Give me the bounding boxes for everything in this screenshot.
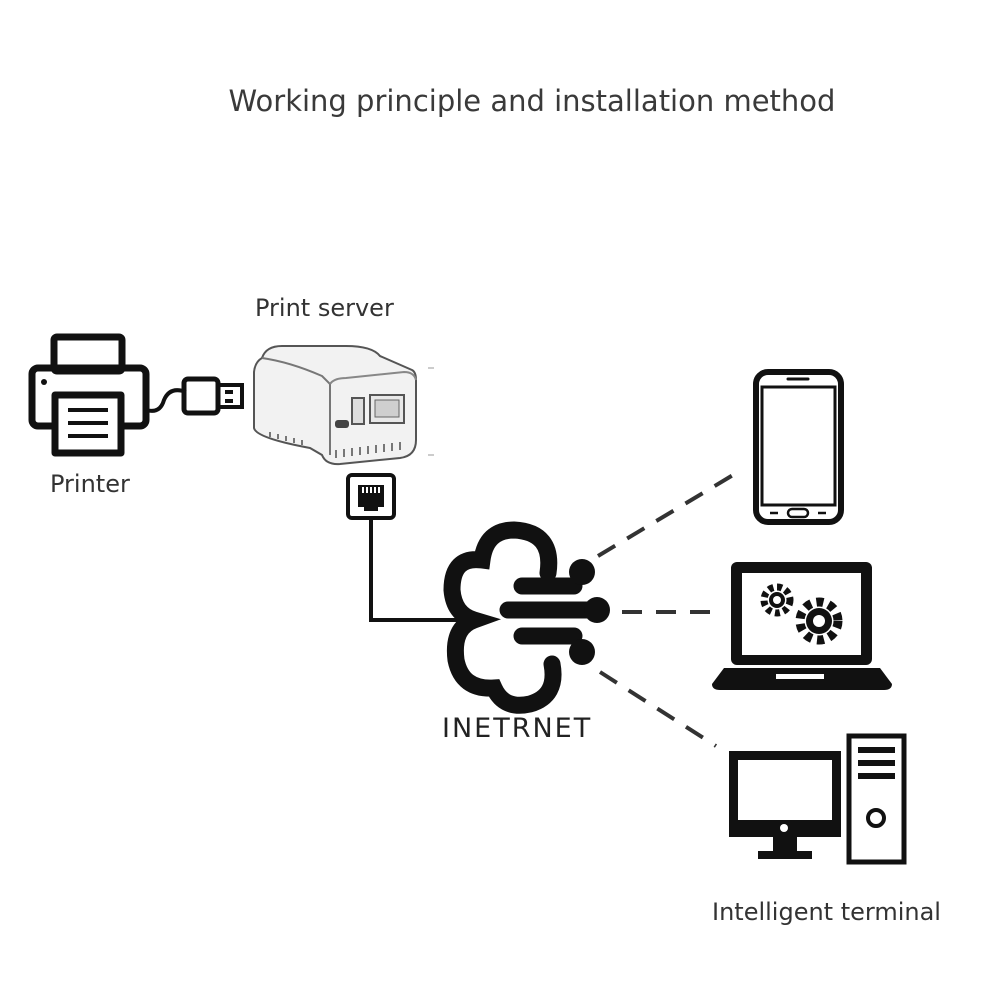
page-title: Working principle and installation metho… bbox=[228, 84, 836, 118]
desktop-computer-icon bbox=[729, 733, 907, 865]
laptop-gears-icon bbox=[712, 562, 892, 690]
ethernet-cable-line bbox=[369, 518, 462, 622]
network-node bbox=[584, 597, 610, 623]
intelligent-terminal-label: Intelligent terminal bbox=[712, 898, 941, 926]
internet-label: INETRNET bbox=[442, 713, 593, 744]
network-node bbox=[569, 559, 595, 585]
usb-cable-icon bbox=[145, 376, 244, 416]
dashed-link-phone bbox=[596, 470, 740, 558]
cloud-network-icon bbox=[443, 521, 599, 714]
ethernet-port-icon bbox=[346, 473, 396, 520]
gear-icon bbox=[760, 583, 794, 617]
printer-label: Printer bbox=[50, 470, 130, 498]
smartphone-icon bbox=[753, 369, 844, 525]
dashed-link-desktop bbox=[598, 670, 718, 748]
network-node bbox=[569, 639, 595, 665]
gear-icon bbox=[795, 597, 843, 645]
print-server-label: Print server bbox=[255, 294, 394, 322]
print-server-icon bbox=[253, 345, 434, 466]
printer-icon bbox=[28, 333, 150, 457]
